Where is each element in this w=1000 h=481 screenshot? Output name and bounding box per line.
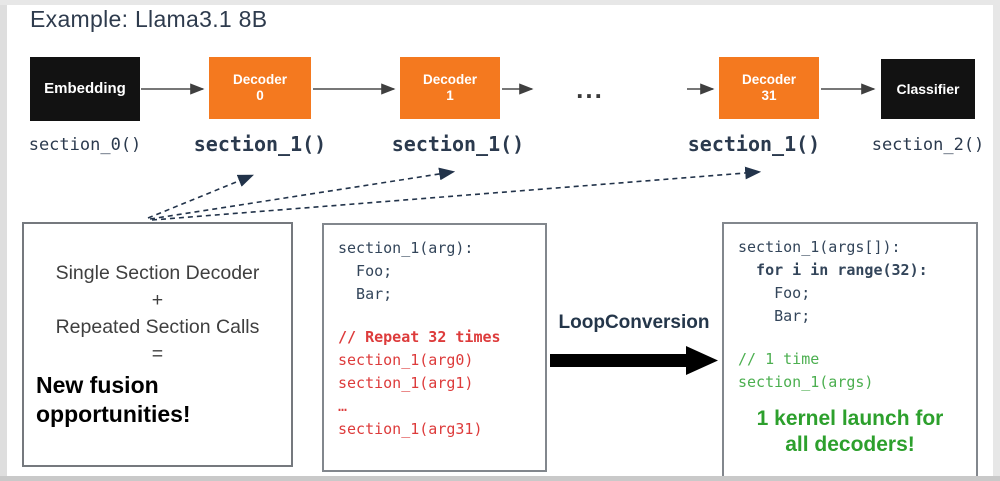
block-classifier: Classifier xyxy=(881,59,975,119)
slide-edge-bottom xyxy=(0,476,1000,481)
loop-code-box: section_1(args[]): for i in range(32): F… xyxy=(722,222,978,481)
dashed-arrow-section1-decoder0 xyxy=(147,174,254,219)
fusion-note-box: Single Section Decoder + Repeated Sectio… xyxy=(22,222,293,467)
code-line: Bar; xyxy=(738,307,811,325)
block-decoder-0: Decoder 0 xyxy=(209,57,311,119)
code-line: section_1(arg): xyxy=(338,239,474,257)
kernel-launch-callout: 1 kernel launch for all decoders! xyxy=(724,406,976,458)
section-label-decoder0: section_1() xyxy=(193,132,327,156)
loop-conversion-label: LoopConversion xyxy=(558,312,710,333)
fusion-headline-line: New fusion xyxy=(36,372,159,398)
callout-line: all decoders! xyxy=(785,433,915,456)
section-label-classifier: section_2() xyxy=(871,135,985,155)
code-comment-repeat: // Repeat 32 times xyxy=(338,328,501,346)
block-decoder-1: Decoder 1 xyxy=(400,57,500,119)
block-label: Decoder xyxy=(741,72,797,88)
code-line: Foo; xyxy=(738,284,811,302)
block-label: Embedding xyxy=(44,80,126,98)
block-label: Decoder xyxy=(422,72,478,88)
slide-edge-left xyxy=(0,0,7,481)
slide-edge-top xyxy=(0,0,1000,5)
code-for-loop-line: for i in range(32): xyxy=(738,261,928,279)
fusion-line: Repeated Section Calls xyxy=(55,316,260,338)
dashed-arrow-section1-decoder1 xyxy=(149,167,456,220)
code-line: section_1(args) xyxy=(738,373,874,391)
code-blank-line xyxy=(738,328,976,348)
loop-conversion-arrow xyxy=(550,346,718,375)
code-line: section_1(args[]): xyxy=(738,238,901,256)
block-embedding: Embedding xyxy=(30,57,140,121)
code-comment-1time: // 1 time xyxy=(738,350,820,368)
repeated-code-box: section_1(arg): Foo; Bar; // Repeat 32 t… xyxy=(322,223,547,472)
dashed-arrow-section1-decoder31 xyxy=(151,166,762,221)
code-line: section_1(arg0) xyxy=(338,351,474,369)
pipeline-ellipsis: ... xyxy=(576,74,604,104)
slide-edge-right xyxy=(993,0,1000,481)
slide-title: Example: Llama3.1 8B xyxy=(30,6,268,32)
section-label-decoder31: section_1() xyxy=(687,132,821,156)
code-ellipsis-line: … xyxy=(338,397,348,415)
fusion-line: Single Section Decoder xyxy=(55,262,260,284)
code-line: section_1(arg31) xyxy=(338,420,483,438)
code-line: Bar; xyxy=(338,285,393,303)
section-label-embedding: section_0() xyxy=(28,135,142,155)
block-decoder-31: Decoder 31 xyxy=(719,57,819,119)
block-label: Decoder xyxy=(232,72,288,88)
block-number: 1 xyxy=(446,88,454,103)
block-number: 0 xyxy=(256,88,264,103)
code-line: Foo; xyxy=(338,262,393,280)
block-label: Classifier xyxy=(896,80,960,97)
fusion-headline-line: opportunities! xyxy=(36,401,191,427)
section-label-decoder1: section_1() xyxy=(391,132,525,156)
equals-sign: = xyxy=(151,343,164,365)
block-number: 31 xyxy=(761,88,777,103)
callout-line: 1 kernel launch for xyxy=(756,407,944,430)
plus-sign: + xyxy=(151,289,164,311)
code-line: section_1(arg1) xyxy=(338,374,474,392)
code-blank-line xyxy=(338,306,545,326)
